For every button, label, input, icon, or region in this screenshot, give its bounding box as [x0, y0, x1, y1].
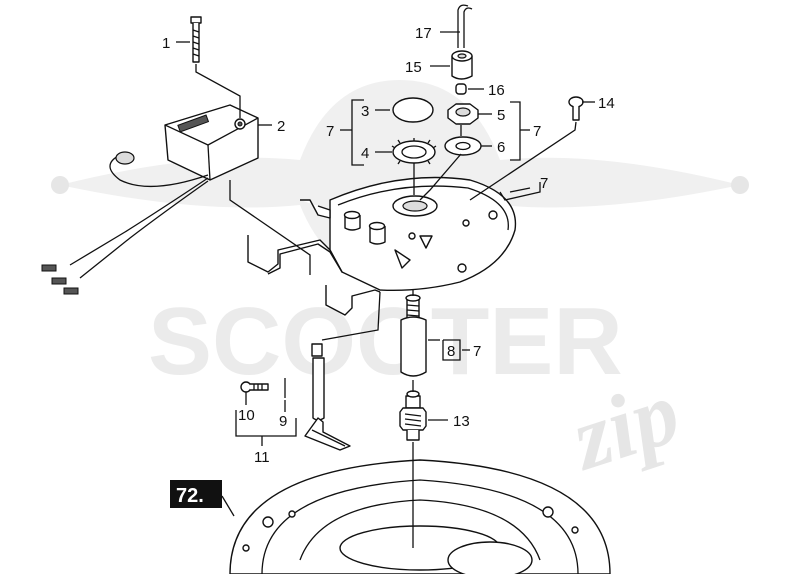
nut-5: [447, 103, 479, 125]
sensor-11: [304, 343, 351, 451]
callout-1: 1: [162, 35, 170, 52]
callout-17: 17: [415, 25, 432, 42]
callout-7c: 7: [540, 175, 548, 192]
callout-6: 6: [497, 139, 505, 156]
callouts: 1 2 3 4 7 5 6 7 7 17 15 16 14 8 7 13 9 1…: [162, 25, 615, 466]
callout-2: 2: [277, 118, 285, 135]
rod-17: [457, 4, 473, 48]
callout-7b: 7: [533, 123, 541, 140]
grub-16: [455, 83, 467, 95]
callout-7d: 7: [473, 343, 481, 360]
mounting-plate: [247, 176, 517, 316]
callout-13: 13: [453, 413, 470, 430]
callout-16: 16: [488, 82, 505, 99]
callout-3: 3: [361, 103, 369, 120]
base-plate: [229, 459, 611, 574]
callout-15: 15: [405, 59, 422, 76]
spark-plug-13: [399, 390, 427, 441]
sensor-8: [400, 294, 427, 377]
callout-8: 8: [447, 343, 455, 360]
callout-5: 5: [497, 107, 505, 124]
callout-14: 14: [598, 95, 615, 112]
diagram-badge: 72.: [170, 480, 222, 508]
gasket-4: [391, 138, 437, 165]
cdi-module: [41, 104, 259, 295]
callout-4: 4: [361, 145, 369, 162]
screw-1: [190, 16, 202, 63]
cap-3: [392, 97, 434, 123]
watermark-brand: SCOOTER: [148, 288, 623, 395]
leader-lines: [176, 31, 595, 548]
screw-10: [240, 381, 269, 393]
screw-14: [568, 96, 584, 121]
diagram-number: 72.: [176, 485, 204, 507]
nut-15: [451, 50, 473, 80]
callout-10: 10: [238, 407, 255, 424]
washer-6: [444, 136, 482, 156]
callout-11: 11: [254, 449, 270, 466]
callout-9: 9: [279, 413, 287, 430]
callout-7a: 7: [326, 123, 334, 140]
